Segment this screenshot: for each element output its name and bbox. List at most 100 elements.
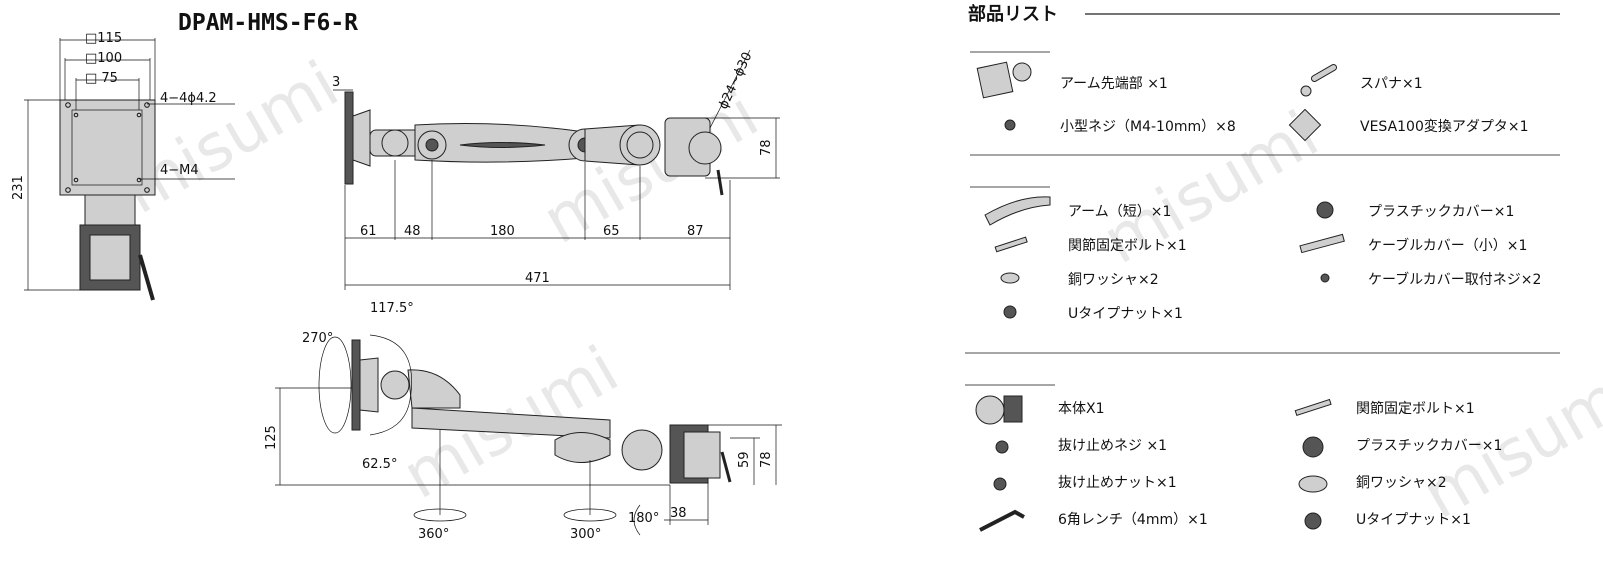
watermark: misumi [531,78,771,259]
part-label: 抜け止めナット×1 [1058,475,1177,491]
dim-78-side: 78 [759,451,774,468]
dim-38: 38 [670,506,687,521]
side-view: 117.5° 270° 62.5° 360° 300° 180° 125 59 … [264,301,782,542]
clamp-handle [716,169,724,196]
model-title: DPAM-HMS-F6-R [178,10,358,36]
rotation-arrow [369,399,411,436]
part-label: 小型ネジ（M4-10mm）×8 [1060,119,1236,135]
arm-neck [84,194,136,226]
vesa-adapter-icon [1288,108,1322,142]
part-label: スパナ×1 [1360,76,1423,92]
rotation-arrow [633,504,641,536]
copper-washer-icon [1298,475,1328,493]
pole-section [688,131,722,165]
leader-line [709,49,751,129]
joint-bolt-icon [994,236,1028,253]
spanner-icon [1300,85,1312,97]
clamp-lever [138,254,155,301]
parts-heading: 部品リスト [968,3,1058,25]
part-label: 抜け止めネジ ×1 [1058,438,1167,454]
part-label: Uタイプナット×1 [1068,306,1183,322]
dim-61: 61 [360,224,377,239]
parts-section-1: アーム先端部 ×1 スパナ×1 小型ネジ（M4-10mm）×8 VESA100変… [970,51,1560,156]
mount-hole [65,187,71,193]
part-label: アーム（短）×1 [1068,204,1171,220]
joint-bolt-icon [1294,398,1332,417]
arm-head [407,369,461,409]
lower-joint [554,432,611,463]
pole-clamp-face [683,431,721,479]
dim-sq115: □115 [85,31,122,46]
joint-pin [425,138,439,152]
part-label: 関節固定ボルト×1 [1356,400,1475,417]
part-label: ケーブルカバー（小）×1 [1368,237,1527,254]
u-nut-icon [1304,512,1322,530]
mount-hole [136,112,142,118]
small-screw-icon [1004,119,1016,131]
angle-62-5: 62.5° [362,457,397,472]
retaining-screw-icon [995,440,1009,454]
dim-87: 87 [687,224,704,239]
part-label: Uタイプナット×1 [1356,512,1471,528]
dim-height: 231 [11,175,26,200]
dim-65: 65 [603,224,620,239]
main-body-icon [975,395,1005,425]
dim-holes: 4−4ϕ4.2 [160,91,217,106]
part-label: ケーブルカバー取付ネジ×2 [1368,271,1541,288]
rotation-arrow [318,336,352,434]
monitor-plate [351,339,361,431]
arm-tip-icon [1012,62,1032,82]
parts-section-3: 本体X1 関節固定ボルト×1 抜け止めネジ ×1 プラスチックカバー×1 抜け止… [965,384,1502,532]
retaining-nut-icon [993,477,1007,491]
arm-tip-icon [976,61,1014,99]
dim-59: 59 [737,451,752,468]
plate-bracket [352,109,371,167]
part-label: 6角レンチ（4mm）×1 [1058,512,1208,528]
spanner-icon [1310,64,1338,82]
tilt-joint [380,370,410,400]
plate-bracket [359,357,379,413]
base-joint [621,429,663,471]
dim-screws: 4−M4 [160,163,199,178]
dim-48: 48 [404,224,421,239]
angle-180: 180° [628,511,659,526]
u-nut-icon [1003,305,1017,319]
cable-cover-icon [1299,233,1345,254]
dim-180: 180 [490,224,515,239]
mount-hole [144,102,150,108]
hex-wrench-icon [979,509,1025,532]
dim-471: 471 [525,271,550,286]
dim-125: 125 [264,425,279,450]
part-label: VESA100変換アダプタ×1 [1360,118,1529,135]
tilt-joint [381,129,409,157]
clamp-face [89,234,131,281]
monitor-plate [344,91,354,185]
angle-360: 360° [418,527,449,542]
arm-slot [459,142,546,148]
dim-plate: 3 [332,75,340,90]
part-label: 本体X1 [1058,401,1105,417]
cable-cover-screw-icon [1320,273,1330,283]
mount-hole [136,177,142,183]
part-label: アーム先端部 ×1 [1060,76,1168,92]
vesa-inner [71,109,143,186]
clamp-handle [720,451,732,483]
short-arm-icon [984,196,1051,226]
dim-sq100: □100 [85,51,122,66]
plastic-cover-icon [1316,201,1334,219]
mount-hole [65,102,71,108]
mount-hole [73,112,79,118]
parts-section-2: アーム（短）×1 プラスチックカバー×1 関節固定ボルト×1 ケーブルカバー（小… [965,186,1560,354]
mount-hole [73,177,79,183]
angle-300: 300° [570,527,601,542]
rotation-arrow [369,334,412,401]
main-body-icon [1003,395,1023,423]
angle-117-5: 117.5° [370,301,414,316]
part-label: プラスチックカバー×1 [1356,438,1502,454]
dim-sq75: □ 75 [85,71,118,86]
part-label: 関節固定ボルト×1 [1068,237,1187,254]
top-view: 61 48 180 65 87 471 3 ϕ24∼ϕ30 78 [332,49,780,290]
main-arm [411,407,611,439]
parts-list: 部品リスト アーム先端部 ×1 スパナ×1 小型ネジ（M4-10mm）×8 VE… [965,3,1560,532]
